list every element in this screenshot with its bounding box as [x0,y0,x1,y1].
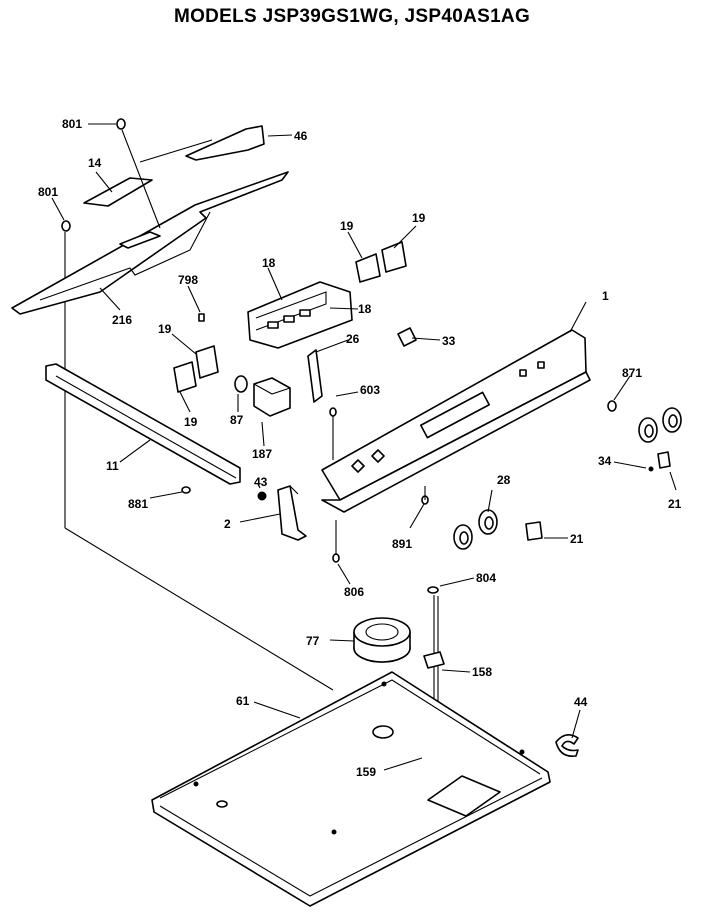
screw-part-798 [198,313,205,322]
knob-part-right-a [638,417,658,443]
bracket-part-14 [83,177,153,207]
screw-part-801-left [61,220,71,232]
leader-lines [51,123,677,771]
top-cover-part-216 [11,171,289,315]
callout-603: 603 [360,383,380,397]
callout-11: 11 [106,459,119,473]
screw-part-804 [427,586,439,594]
callout-33: 33 [442,334,456,348]
callout-806: 806 [344,585,364,599]
base-tray-part-61 [151,671,551,907]
screw-part-881 [181,486,191,494]
knob-part-21-bottom [525,521,543,541]
screw-part-871 [607,400,617,412]
screw-part-801-top [116,118,126,130]
callout-798: 798 [178,273,198,287]
guide-line-801 [121,129,161,229]
callout-18-right: 18 [358,302,372,316]
callout-159: 159 [356,765,376,779]
screw-part-603 [329,407,337,417]
callout-801-left: 801 [38,185,58,199]
callout-43: 43 [254,475,268,489]
callout-801-top: 801 [62,117,82,131]
page-title: MODELS JSP39GS1WG, JSP40AS1AG [173,6,531,27]
bracket-part-26 [307,349,323,403]
callout-19-d: 19 [184,415,198,429]
lamp-part-87 [234,375,248,393]
screw-part-806 [332,553,340,563]
callout-18-top: 18 [262,256,276,270]
callout-46: 46 [294,129,308,143]
callout-87: 87 [230,413,244,427]
callout-28: 28 [497,473,511,487]
switch-part-19-a [355,253,381,283]
alignment-line-diagonal [64,527,334,691]
callout-labels: 801 46 14 801 216 19 19 18 18 798 19 19 … [38,117,682,779]
callout-891: 891 [392,537,412,551]
callout-158: 158 [472,665,492,679]
callout-14: 14 [88,156,102,170]
callout-871: 871 [622,366,642,380]
backguard-panel-part-1 [321,329,591,513]
bracket-part-2 [277,485,307,541]
clip-part-44 [555,734,579,758]
callout-804: 804 [476,571,496,585]
knob-part-28-a [453,524,473,550]
knob-part-28-b [478,509,498,535]
control-board-part-18 [247,281,353,349]
switch-part-19-b [381,241,407,273]
callout-187: 187 [252,447,272,461]
knob-part-21-right [657,451,671,469]
callout-44: 44 [574,695,588,709]
screw-part-34 [648,466,654,472]
callout-19-a: 19 [340,219,354,233]
callout-881: 881 [128,497,148,511]
callout-21-right: 21 [668,497,682,511]
bracket-part-46 [185,125,265,161]
trim-strip-part-11 [45,363,241,485]
callout-21-bottom: 21 [570,532,584,546]
box-part-187 [253,377,291,417]
knob-part-right-b [662,407,682,433]
washer-part-43 [257,491,267,501]
callout-19-b: 19 [412,211,426,225]
callout-34: 34 [598,454,612,468]
switch-part-19-c [173,345,219,393]
callout-26: 26 [346,332,360,346]
clip-part-33 [397,327,417,347]
callout-61: 61 [236,694,250,708]
callout-19-c: 19 [158,322,172,336]
callout-77: 77 [306,634,320,648]
callout-2: 2 [224,517,231,531]
transformer-part-77 [353,617,411,663]
callout-1: 1 [602,289,609,303]
callout-216: 216 [112,313,132,327]
guide-line-46 [139,139,213,163]
